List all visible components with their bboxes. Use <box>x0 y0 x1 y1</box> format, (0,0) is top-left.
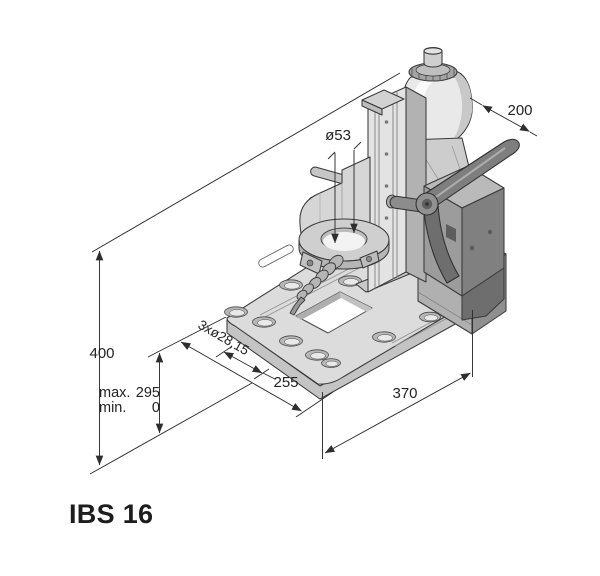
dimension-line-holes <box>223 351 263 374</box>
handle-spoke-main <box>422 138 520 209</box>
stroke-max-row: max. 295 <box>99 386 160 401</box>
extension-line-255-right <box>295 391 334 418</box>
feed-handle <box>386 138 520 284</box>
handle-spoke-down <box>423 204 460 284</box>
coolant-hose <box>289 254 344 316</box>
magnetic-drill-stand <box>224 46 520 400</box>
leader-bore-tick-right <box>353 141 362 150</box>
extension-line-top <box>91 72 401 253</box>
dimension-label-height: 400 <box>89 345 115 362</box>
dimension-label-top-width: 200 <box>507 102 533 119</box>
plate-holes <box>224 275 441 368</box>
dimension-line-width-370 <box>324 372 471 454</box>
stroke-min-value: 0 <box>151 400 160 416</box>
stroke-range-label: max. 295 min. 0 <box>99 386 160 416</box>
leader-bore-tick-left <box>327 151 336 160</box>
stroke-max-label: max. <box>99 385 131 401</box>
model-name: IBS 16 <box>69 499 154 529</box>
stroke-min-row: min. 0 <box>99 401 160 416</box>
dimension-line-depth-255 <box>180 341 302 412</box>
extension-tick-200-b <box>529 131 538 137</box>
dimension-label-base-width: 370 <box>392 385 418 402</box>
clamp-collar <box>298 218 390 275</box>
extension-tick-200-a <box>469 97 483 106</box>
dimension-label-base-depth: 255 <box>273 374 299 391</box>
plate-cutout <box>295 291 373 334</box>
extension-line-collar <box>147 316 227 358</box>
dimension-lines <box>89 72 538 475</box>
stroke-min-label: min. <box>99 400 127 416</box>
tank-cap <box>408 46 458 82</box>
dimension-label-bore: ø53 <box>325 127 351 144</box>
dimension-line-top-200 <box>482 105 530 132</box>
stroke-max-value: 295 <box>135 385 160 401</box>
